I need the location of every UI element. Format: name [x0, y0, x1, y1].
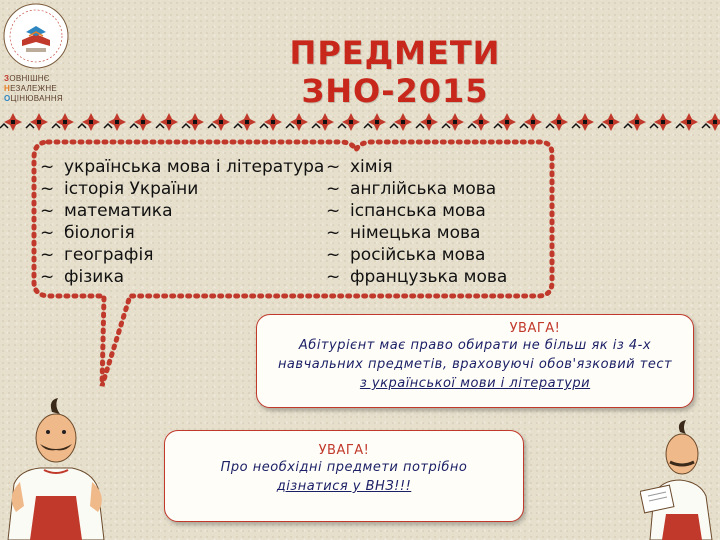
notice-university-requirements: УВАГА! Про необхідні предмети потрібно д… [164, 430, 524, 522]
notice-line: Абітурієнт має право обирати не більш як… [298, 338, 652, 353]
subject-item: ~ російська мова [326, 244, 507, 266]
logo-caption-word: ЦІНЮВАННЯ [10, 94, 63, 103]
tilde-bullet-icon: ~ [40, 179, 55, 199]
embroidery-motif-icon [389, 113, 412, 131]
embroidery-motif-icon [233, 113, 256, 131]
embroidery-motif-icon [441, 113, 464, 131]
embroidery-motif-icon [519, 113, 542, 131]
tilde-bullet-icon: ~ [326, 201, 341, 221]
subject-item: ~ французька мова [326, 266, 507, 288]
subject-name: хімія [350, 157, 393, 177]
subject-name: англійська мова [350, 179, 497, 199]
embroidery-motif-icon [415, 113, 438, 131]
subject-name: математика [64, 201, 173, 221]
subjects-right-column: ~ хімія ~ англійська мова ~ іспанська мова ~ ні… [326, 156, 507, 288]
embroidery-motif-icon [701, 113, 720, 131]
subject-name: географія [64, 245, 154, 265]
tilde-bullet-icon: ~ [40, 157, 55, 177]
embroidery-motif-icon [25, 113, 48, 131]
notice-line: навчальних предметів, враховуючі обов'яз… [277, 357, 673, 372]
embroidery-motif-icon [597, 113, 620, 131]
zno-logo [3, 3, 69, 69]
embroidery-motif-icon [0, 113, 22, 131]
logo-caption-initial: Н [4, 84, 11, 93]
subject-item: ~ фізика [40, 266, 324, 288]
subject-item: ~ біологія [40, 222, 324, 244]
tilde-bullet-icon: ~ [40, 201, 55, 221]
tilde-bullet-icon: ~ [326, 179, 341, 199]
embroidery-motif-icon [77, 113, 100, 131]
subject-name: історія України [64, 179, 199, 199]
notice-line: Про необхідні предмети потрібно [220, 460, 468, 475]
notice-line: з української мови і літератури [359, 376, 591, 391]
tilde-bullet-icon: ~ [326, 223, 341, 243]
embroidery-motif-icon [623, 113, 646, 131]
logo-caption-word: ЕЗАЛЕЖНЕ [10, 84, 58, 93]
logo-caption-line: ЗОВНІШНЄ [4, 74, 63, 84]
subject-name: німецька мова [350, 223, 481, 243]
subject-name: російська мова [350, 245, 486, 265]
subject-item: ~ іспанська мова [326, 200, 507, 222]
tilde-bullet-icon: ~ [40, 245, 55, 265]
book-icon [22, 26, 50, 46]
subject-name: українська мова і література [64, 157, 325, 177]
subject-item: ~ історія України [40, 178, 324, 200]
cossack-reader-icon [640, 420, 713, 540]
logo-caption-initial: О [4, 94, 11, 103]
logo-caption-line: ОЦІНЮВАННЯ [4, 94, 63, 104]
embroidery-border [0, 113, 720, 131]
subject-name: іспанська мова [350, 201, 486, 221]
subject-name: французька мова [350, 267, 508, 287]
logo-caption-initial: З [4, 74, 10, 83]
tilde-bullet-icon: ~ [326, 157, 341, 177]
embroidery-motif-icon [571, 113, 594, 131]
embroidery-motif-icon [493, 113, 516, 131]
embroidery-motif-icon [259, 113, 282, 131]
notice-heading: УВАГА! [509, 321, 561, 336]
subject-item: ~ німецька мова [326, 222, 507, 244]
tilde-bullet-icon: ~ [326, 267, 341, 287]
embroidery-motif-icon [467, 113, 490, 131]
subject-item: ~ хімія [326, 156, 507, 178]
cossack-character-icon [7, 398, 105, 540]
notice-choice-rules: УВАГА! Абітурієнт має право обирати не б… [256, 314, 694, 408]
logo-caption-line: НЕЗАЛЕЖНЕ [4, 84, 63, 94]
embroidery-motif-icon [207, 113, 230, 131]
embroidery-motif-icon [311, 113, 334, 131]
embroidery-motif-icon [545, 113, 568, 131]
embroidery-motif-icon [181, 113, 204, 131]
subject-name: біологія [64, 223, 135, 243]
tilde-bullet-icon: ~ [40, 223, 55, 243]
embroidery-motif-icon [51, 113, 74, 131]
page-title: ПРЕДМЕТИ ЗНО-2015 [289, 34, 501, 110]
embroidery-motif-icon [285, 113, 308, 131]
tilde-bullet-icon: ~ [40, 267, 55, 287]
logo-caption-word: ОВНІШНЄ [9, 74, 50, 83]
embroidery-motif-icon [675, 113, 698, 131]
subject-item: ~ англійська мова [326, 178, 507, 200]
subject-item: ~ математика [40, 200, 324, 222]
notice-line: дізнатися у ВНЗ!!! [276, 479, 412, 494]
subject-item: ~ українська мова і література [40, 156, 324, 178]
embroidery-motif-icon [337, 113, 360, 131]
subject-name: фізика [64, 267, 125, 287]
embroidery-motif-icon [363, 113, 386, 131]
tilde-bullet-icon: ~ [326, 245, 341, 265]
embroidery-motif-icon [649, 113, 672, 131]
embroidery-motif-icon [129, 113, 152, 131]
notice-heading: УВАГА! [318, 443, 370, 458]
subject-item: ~ географія [40, 244, 324, 266]
embroidery-motif-icon [155, 113, 178, 131]
subjects-left-column: ~ українська мова і література ~ історія Ук… [40, 156, 324, 288]
embroidery-motif-icon [103, 113, 126, 131]
